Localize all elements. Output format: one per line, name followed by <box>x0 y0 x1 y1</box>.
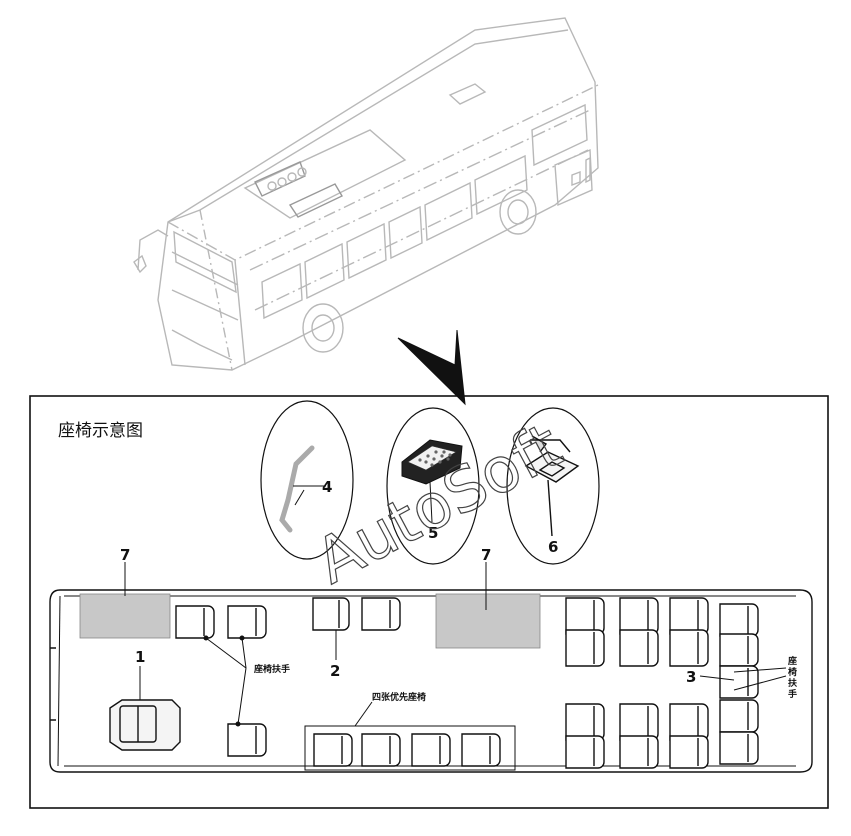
callout-3: 3 <box>686 668 696 686</box>
armrest-leader-right <box>733 667 787 691</box>
detail-oval-4 <box>260 400 354 560</box>
svg-text:扶: 扶 <box>788 677 798 689</box>
seat <box>361 733 401 767</box>
pointer-arrow <box>397 329 466 406</box>
detail-oval-6 <box>506 407 600 565</box>
callout-1: 1 <box>135 648 145 666</box>
seat <box>461 733 501 767</box>
priority-seats-label: 四张优先座椅 <box>372 691 426 703</box>
seat <box>312 597 350 631</box>
callout-6: 6 <box>548 538 558 556</box>
svg-text:座: 座 <box>787 655 797 667</box>
bus-mirror <box>133 229 169 274</box>
bus-perspective-illustration <box>133 17 599 371</box>
seat <box>175 605 215 639</box>
armrest-label-left: 座椅扶手 <box>253 663 290 675</box>
bus-roof-ac-unit <box>243 129 407 219</box>
seat <box>227 605 267 639</box>
seat <box>227 723 267 757</box>
armrest-label-right: 座 椅 扶 手 <box>787 655 798 700</box>
seat-diagram-frame <box>29 395 829 809</box>
detail-oval-5 <box>386 407 480 565</box>
door-zone-front <box>79 593 171 639</box>
seat <box>313 733 353 767</box>
door-zone-middle <box>435 593 541 649</box>
watermark: AutoSoft <box>304 408 573 597</box>
panel-title: 座椅示意图 <box>58 421 143 441</box>
priority-seat-group <box>304 725 516 771</box>
foot-step-detail-icon <box>401 439 463 523</box>
seat <box>411 733 451 767</box>
bus-windshield <box>173 230 237 294</box>
svg-text:椅: 椅 <box>788 666 797 678</box>
folding-seat-detail-icon <box>524 435 580 537</box>
svg-text:手: 手 <box>788 688 797 700</box>
bus-roof-hatch <box>448 83 487 105</box>
driver-seat <box>109 699 181 751</box>
bus-wheels <box>302 189 537 353</box>
callout-7-middle: 7 <box>481 546 491 564</box>
callout-7-front: 7 <box>120 546 130 564</box>
seat <box>361 597 401 631</box>
armrest-leader-left <box>203 635 247 727</box>
passenger-seats <box>175 597 759 769</box>
callout-5: 5 <box>428 524 438 542</box>
handrail-detail-icon <box>279 445 315 533</box>
callout-4: 4 <box>322 478 332 496</box>
callout-2: 2 <box>330 662 340 680</box>
bus-side-windows <box>261 103 588 320</box>
